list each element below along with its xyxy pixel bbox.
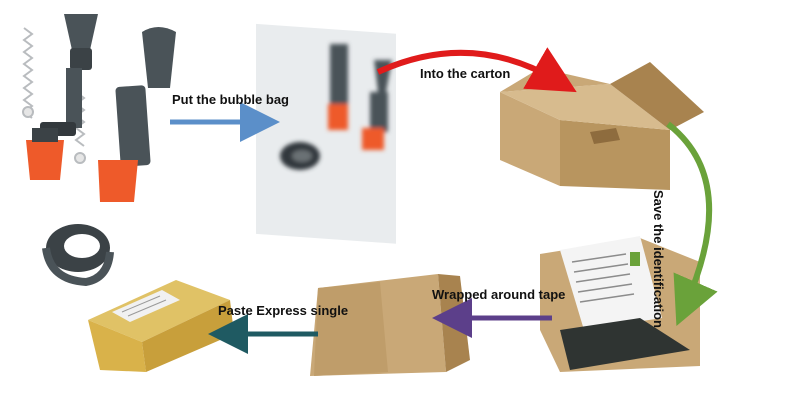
- coil-boot-2: [98, 27, 176, 202]
- box-with-label: [540, 236, 700, 372]
- taped-box: [310, 274, 470, 376]
- step-label-save: Save the identification: [651, 190, 666, 328]
- rubber-seal: [42, 224, 114, 287]
- step-label-carton: Into the carton: [420, 66, 511, 81]
- step-label-paste: Paste Express single: [218, 303, 349, 318]
- product-group: [22, 14, 176, 287]
- arrow-save: [666, 121, 718, 327]
- step-label-tape: Wrapped around tape: [432, 287, 566, 302]
- open-carton: [500, 62, 704, 190]
- bubble-bag-photo: [256, 23, 396, 244]
- arrow-carton: [376, 47, 577, 93]
- step-label-bubble: Put the bubble bag: [172, 92, 289, 107]
- express-box: [88, 280, 234, 372]
- spring-left: [22, 27, 34, 119]
- coil-boot-1: [26, 14, 98, 180]
